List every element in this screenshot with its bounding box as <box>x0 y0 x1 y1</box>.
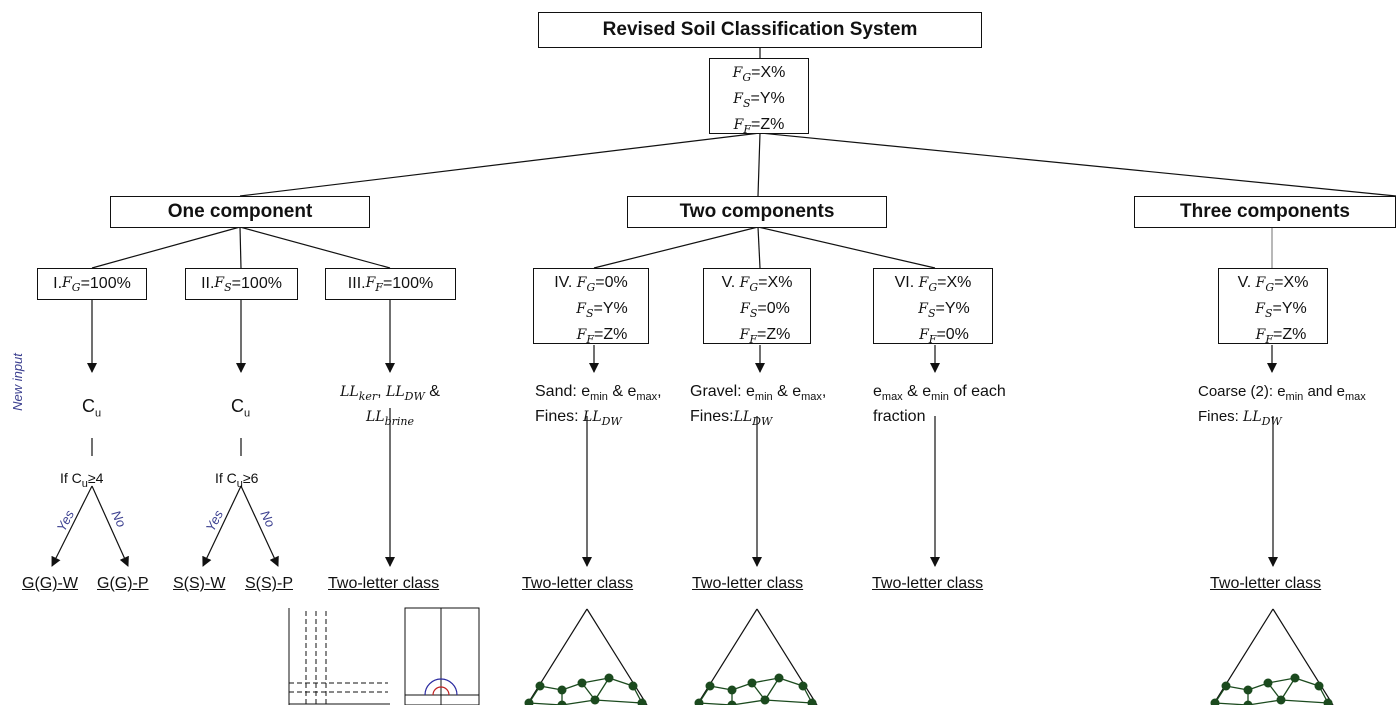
ternary-node <box>1290 673 1300 683</box>
fines-symbol: FF <box>733 116 751 136</box>
ternary-node <box>1243 700 1253 705</box>
ternary-node <box>524 698 534 705</box>
ternary-node <box>1263 678 1273 688</box>
connector-case-ii <box>239 226 242 269</box>
case-vi-box: VI. FG=X% FS=Y% FF=0% <box>873 268 993 345</box>
ternary-grid-line <box>1247 699 1282 705</box>
input-v3: Coarse (2): emin and emax Fines: LLDW <box>1198 383 1366 428</box>
connector-three <box>759 132 1396 197</box>
ternary-grid-line <box>581 677 610 684</box>
ternary-node <box>774 673 784 683</box>
fraction-box-top: FG=X% FS=Y% FF=Z% <box>709 58 809 136</box>
ternary-node <box>1314 681 1324 691</box>
ternary-grid-line <box>1280 699 1329 704</box>
cu-label-gravel: Cu <box>82 396 102 420</box>
connector-two <box>757 132 761 197</box>
condition-sand: If Cu≥6 <box>215 470 259 490</box>
arrow-gw <box>51 485 93 567</box>
case-iv-box: IV. FG=0% FS=Y% FF=Z% <box>533 268 649 345</box>
ternary-thumb-v <box>694 608 818 705</box>
thumb-grid-plot <box>288 608 390 705</box>
arrow-sp <box>240 485 279 567</box>
ternary-node <box>1276 695 1286 705</box>
ternary-node <box>1243 685 1253 695</box>
condition-gravel: If Cu≥4 <box>60 470 104 490</box>
ternary-node <box>628 681 638 691</box>
result-gw: G(G)-W <box>22 575 78 592</box>
thumb-arc-plot <box>404 607 480 705</box>
case-iii-box: III. FF=100% <box>325 268 456 300</box>
connector-case-i <box>91 226 241 269</box>
ternary-node <box>590 695 600 705</box>
ternary-node <box>747 678 757 688</box>
new-input-label: New input <box>10 353 25 411</box>
ternary-grid-line <box>594 699 643 704</box>
input-iv: Sand: emin & emax, Fines: LLDW <box>535 383 662 428</box>
arrow-gp <box>91 485 129 567</box>
connector-one <box>239 132 761 197</box>
fines-fraction: =Z% <box>751 115 785 133</box>
category-two-components: Two components <box>627 196 887 228</box>
fines-ll-input: LLker, LLDW & LLbrine <box>340 383 440 428</box>
ternary-node <box>577 678 587 688</box>
case-v3-box: V. FG=X% FS=Y% FF=Z% <box>1218 268 1328 345</box>
ternary-node <box>557 700 567 705</box>
ternary-grid-line <box>764 699 813 704</box>
ternary-node <box>798 681 808 691</box>
ternary-node <box>760 695 770 705</box>
ternary-node <box>637 698 647 705</box>
ternary-node <box>1221 681 1231 691</box>
gravel-symbol: FG <box>732 65 752 84</box>
connector-case-iii <box>239 226 391 269</box>
category-one-component: One component <box>110 196 370 228</box>
result-two-letter-v: Two-letter class <box>692 575 804 592</box>
ternary-grid-line <box>1267 677 1296 684</box>
case-i-box: I. FG=100% <box>37 268 147 300</box>
result-gp: G(G)-P <box>97 575 149 592</box>
input-vi: emax & emin of each fraction <box>873 383 1006 426</box>
connector-case-v <box>757 226 761 269</box>
ternary-thumb-iv <box>524 608 648 705</box>
ternary-node <box>694 698 704 705</box>
ternary-grid-line <box>731 699 766 705</box>
cu-label-sand: Cu <box>231 396 251 420</box>
result-two-letter-iii: Two-letter class <box>328 575 440 592</box>
result-sw: S(S)-W <box>173 575 226 592</box>
ternary-node <box>557 685 567 695</box>
input-v: Gravel: emin & emax, Fines:LLDW <box>690 383 827 428</box>
result-two-letter-vi: Two-letter class <box>872 575 984 592</box>
ternary-grid-line <box>561 699 596 705</box>
result-sp: S(S)-P <box>245 575 293 592</box>
connector-case-iv <box>593 226 759 269</box>
ternary-node <box>727 685 737 695</box>
ternary-grid-line <box>751 677 780 684</box>
ternary-node <box>535 681 545 691</box>
result-two-letter-v3: Two-letter class <box>1210 575 1322 592</box>
ternary-node <box>727 700 737 705</box>
diagram-title: Revised Soil Classification System <box>538 12 982 48</box>
ternary-node <box>807 698 817 705</box>
ternary-node <box>604 673 614 683</box>
sand-symbol: FS <box>733 90 751 110</box>
ternary-node <box>705 681 715 691</box>
case-v-box: V. FG=X% FS=0% FF=Z% <box>703 268 811 345</box>
result-two-letter-iv: Two-letter class <box>522 575 634 592</box>
ternary-thumb-v3 <box>1210 608 1334 705</box>
connector-case-vi <box>757 226 936 269</box>
case-ii-box: II. FS=100% <box>185 268 298 300</box>
arrow-sw <box>202 485 242 567</box>
category-three-components: Three components <box>1134 196 1396 228</box>
ternary-node <box>1323 698 1333 705</box>
ternary-node <box>1210 698 1220 705</box>
gravel-fraction: =X% <box>751 64 786 81</box>
sand-fraction: =Y% <box>750 89 785 107</box>
